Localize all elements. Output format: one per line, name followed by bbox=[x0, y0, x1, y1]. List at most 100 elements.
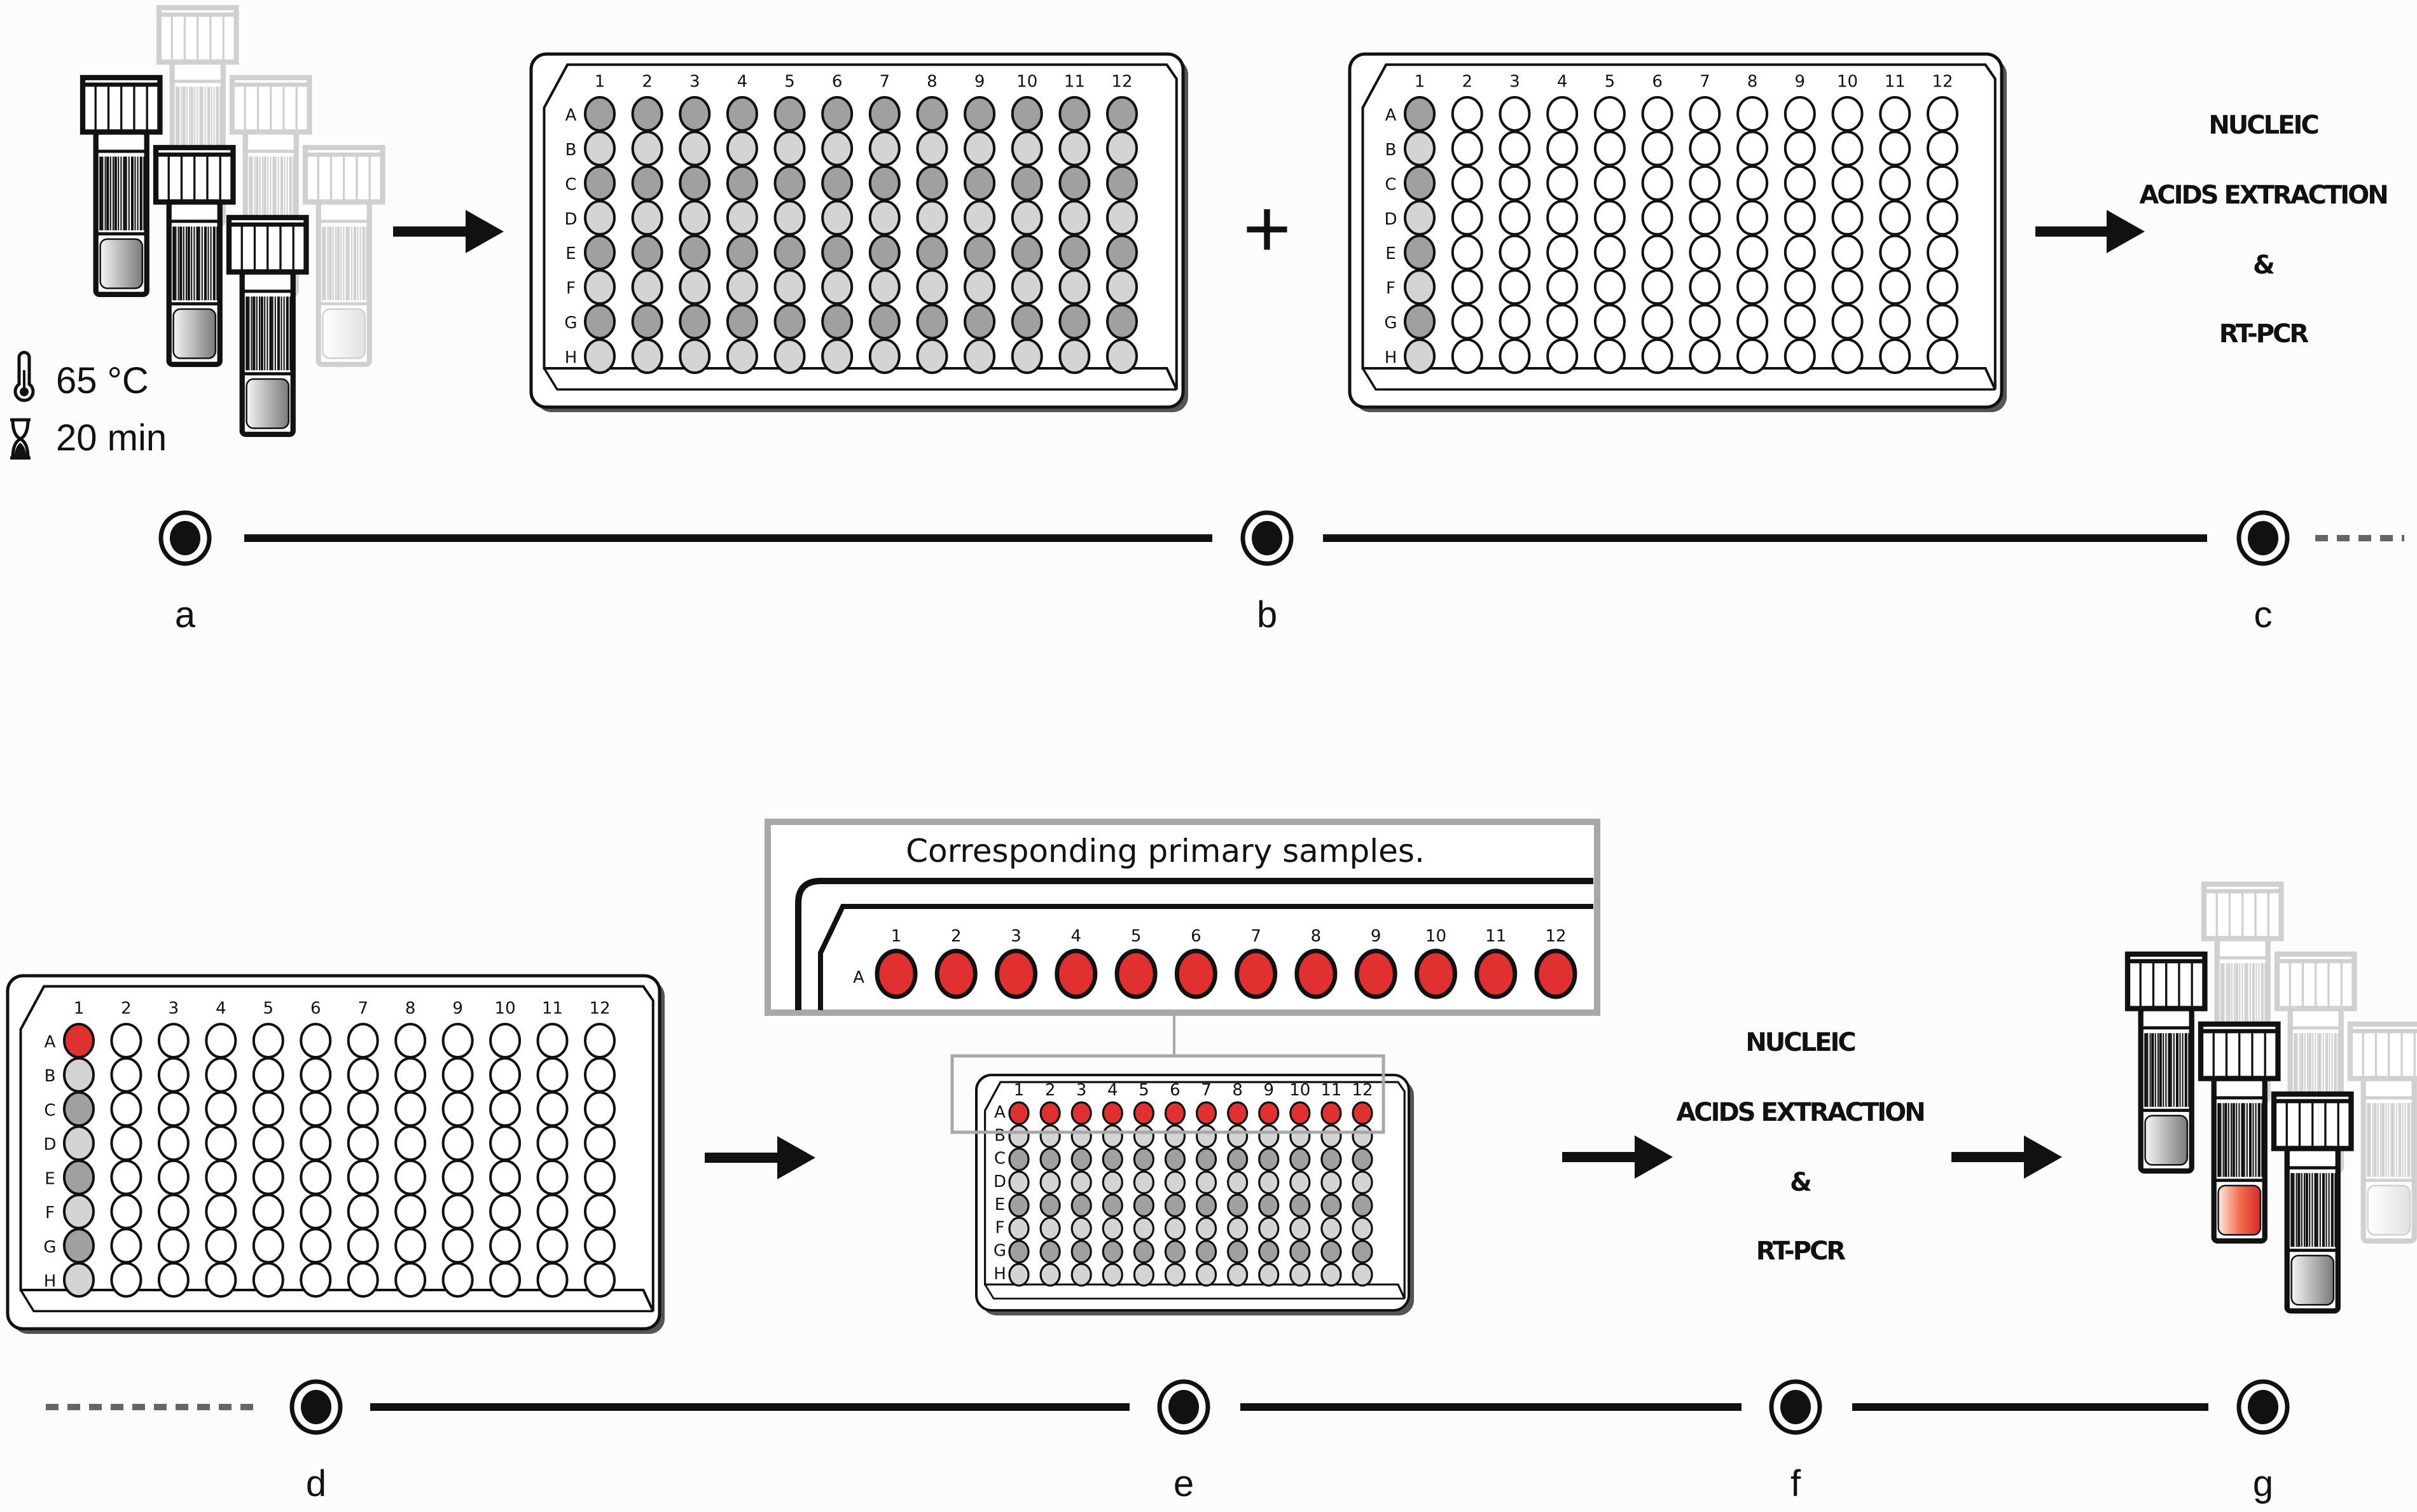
well-C1 bbox=[1008, 1147, 1030, 1172]
well-E5 bbox=[773, 234, 806, 270]
process-line-2: ACIDS EXTRACTION bbox=[1676, 1098, 1923, 1127]
well-G9 bbox=[441, 1228, 474, 1264]
well-H8 bbox=[394, 1262, 427, 1298]
well-D11 bbox=[1320, 1170, 1342, 1195]
callout-selection-box bbox=[950, 1054, 1385, 1134]
well-G11 bbox=[1320, 1240, 1342, 1264]
row-label: A bbox=[565, 106, 577, 125]
column-label: 5 bbox=[1605, 73, 1616, 92]
step-node-g bbox=[2236, 1379, 2290, 1435]
process-line-1: NUCLEIC bbox=[2208, 111, 2318, 140]
duration-condition: 20 min bbox=[10, 417, 167, 460]
column-label: 7 bbox=[880, 73, 890, 92]
well-B4 bbox=[726, 130, 758, 167]
well-A6 bbox=[300, 1023, 332, 1058]
well-G5 bbox=[1133, 1240, 1154, 1264]
well-D7 bbox=[1195, 1170, 1217, 1195]
row-label: B bbox=[994, 1126, 1006, 1145]
row-label: G bbox=[1384, 314, 1397, 333]
well-A2 bbox=[631, 96, 663, 132]
well-C12 bbox=[584, 1091, 616, 1127]
well-F6 bbox=[1164, 1216, 1186, 1241]
well-C2 bbox=[1451, 165, 1483, 201]
well-E3 bbox=[157, 1159, 190, 1195]
well-G11 bbox=[1879, 303, 1911, 340]
well-F7 bbox=[868, 269, 901, 305]
well-E3 bbox=[1499, 234, 1531, 270]
well-A11 bbox=[536, 1023, 569, 1058]
well-F6 bbox=[300, 1193, 332, 1230]
row-label: C bbox=[44, 1101, 55, 1120]
well-G2 bbox=[1039, 1240, 1061, 1264]
well-A2 bbox=[1451, 96, 1483, 132]
well-B11 bbox=[1058, 130, 1091, 167]
well-B9 bbox=[1783, 130, 1816, 167]
well-F11 bbox=[1879, 269, 1911, 305]
well-E6 bbox=[821, 234, 854, 270]
row-label: A bbox=[45, 1033, 56, 1052]
column-label: 5 bbox=[1139, 1081, 1149, 1100]
well-E4 bbox=[205, 1159, 237, 1195]
step-label-c: c bbox=[2254, 594, 2273, 635]
well-B7 bbox=[347, 1057, 379, 1093]
well-E5 bbox=[1133, 1193, 1154, 1217]
well-G6 bbox=[1164, 1240, 1186, 1264]
well-H4 bbox=[726, 338, 758, 374]
well-F3 bbox=[1499, 269, 1531, 305]
well-F12 bbox=[1927, 269, 1958, 305]
row-label: F bbox=[45, 1203, 55, 1223]
duration-text: 20 min bbox=[56, 417, 167, 459]
well-C2 bbox=[1039, 1147, 1061, 1172]
well-C11 bbox=[1058, 165, 1091, 201]
well-A7 bbox=[1235, 948, 1278, 999]
column-label: 9 bbox=[1795, 73, 1806, 92]
row-label: G bbox=[564, 314, 577, 333]
well-H12 bbox=[1106, 338, 1138, 374]
well-B6 bbox=[1164, 1124, 1186, 1148]
sample-liquid bbox=[2144, 1114, 2189, 1166]
process-line-4: RT-PCR bbox=[2219, 319, 2309, 349]
well-F11 bbox=[536, 1193, 569, 1230]
well-F1 bbox=[1008, 1216, 1030, 1241]
well-H1 bbox=[1404, 338, 1436, 374]
well-E11 bbox=[1879, 234, 1911, 270]
well-H11 bbox=[1320, 1263, 1342, 1287]
timeline-segment bbox=[1323, 534, 2207, 542]
well-B2 bbox=[110, 1057, 142, 1093]
well-G9 bbox=[1783, 303, 1816, 340]
well-G5 bbox=[1593, 303, 1626, 340]
well-F8 bbox=[1736, 269, 1769, 305]
well-E10 bbox=[1011, 234, 1043, 270]
well-B10 bbox=[1831, 130, 1864, 167]
sample-liquid bbox=[246, 378, 290, 429]
tube bbox=[2271, 1091, 2354, 1314]
timeline-segment bbox=[1852, 1403, 2208, 1411]
well-D4 bbox=[1102, 1170, 1123, 1195]
well-F7 bbox=[347, 1193, 379, 1230]
well-B5 bbox=[1593, 130, 1626, 167]
column-label: 4 bbox=[1557, 73, 1568, 92]
well-E1 bbox=[1404, 234, 1436, 270]
well-E10 bbox=[489, 1159, 522, 1195]
well-G7 bbox=[1689, 303, 1721, 340]
well-B11 bbox=[1879, 130, 1911, 167]
well-E10 bbox=[1831, 234, 1864, 270]
hourglass-icon bbox=[10, 418, 31, 460]
well-C10 bbox=[1289, 1147, 1311, 1172]
well-A1 bbox=[1404, 96, 1436, 132]
well-G3 bbox=[1070, 1240, 1092, 1264]
well-A2 bbox=[1039, 1101, 1061, 1125]
plus-sign: + bbox=[1243, 182, 1291, 275]
timeline-segment bbox=[1240, 1403, 1742, 1411]
tube bbox=[226, 214, 309, 438]
column-label: 6 bbox=[832, 73, 843, 92]
well-E12 bbox=[584, 1159, 616, 1195]
well-F6 bbox=[1641, 269, 1673, 305]
well-D2 bbox=[1039, 1170, 1061, 1195]
well-C4 bbox=[726, 165, 758, 201]
well-F5 bbox=[1593, 269, 1626, 305]
well-B5 bbox=[773, 130, 806, 167]
well-A7 bbox=[868, 96, 901, 132]
well-E9 bbox=[1783, 234, 1816, 270]
